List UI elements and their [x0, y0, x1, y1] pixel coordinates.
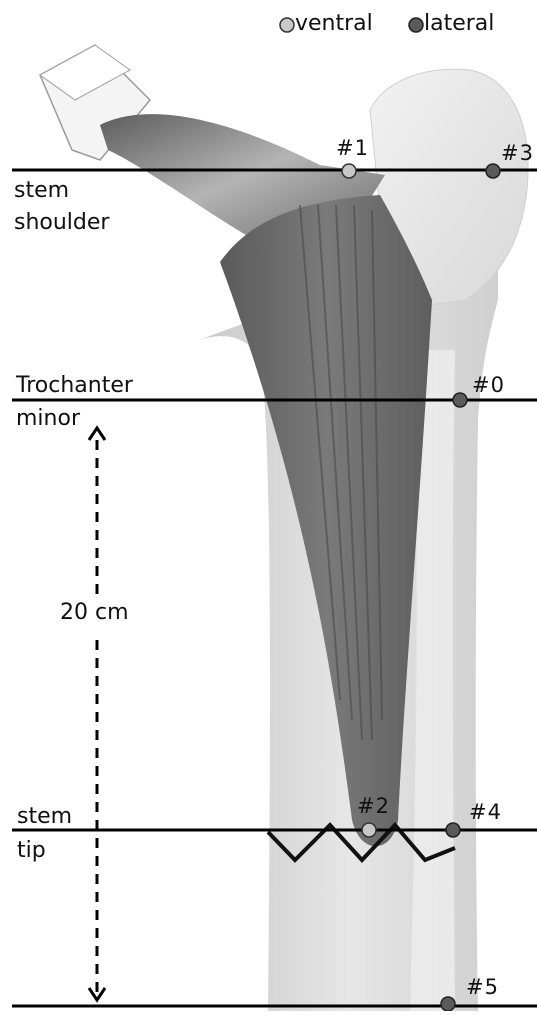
measurement-arrow	[89, 428, 105, 1000]
stem-tip-label-line2: tip	[17, 840, 46, 862]
point-3-lateral-marker	[486, 164, 500, 178]
point-1-label: #1	[336, 138, 369, 159]
point-2-label: #2	[357, 796, 390, 817]
point-4-lateral-marker	[446, 823, 460, 837]
trochanter-minor-label-line2: minor	[16, 408, 80, 430]
legend-lateral-label: lateral	[424, 13, 494, 35]
trochanter-minor-label-line1: Trochanter	[16, 375, 133, 397]
point-0-lateral-marker	[453, 393, 467, 407]
measurement-label: 20 cm	[60, 602, 129, 624]
point-5-label: #5	[466, 977, 499, 998]
point-2-ventral-marker	[362, 823, 376, 837]
point-1-ventral-marker	[342, 164, 356, 178]
point-3-label: #3	[501, 143, 534, 164]
legend-ventral-label: ventral	[295, 13, 373, 35]
stem-tip-label-line1: stem	[17, 806, 72, 828]
point-0-label: #0	[472, 375, 505, 396]
legend-ventral-marker	[280, 18, 294, 32]
stem-shoulder-label-line1: stem	[14, 180, 69, 202]
point-4-label: #4	[469, 802, 502, 823]
legend-lateral-marker	[409, 18, 423, 32]
stem-shoulder-label-line2: shoulder	[14, 212, 109, 234]
point-5-lateral-marker	[441, 997, 455, 1011]
